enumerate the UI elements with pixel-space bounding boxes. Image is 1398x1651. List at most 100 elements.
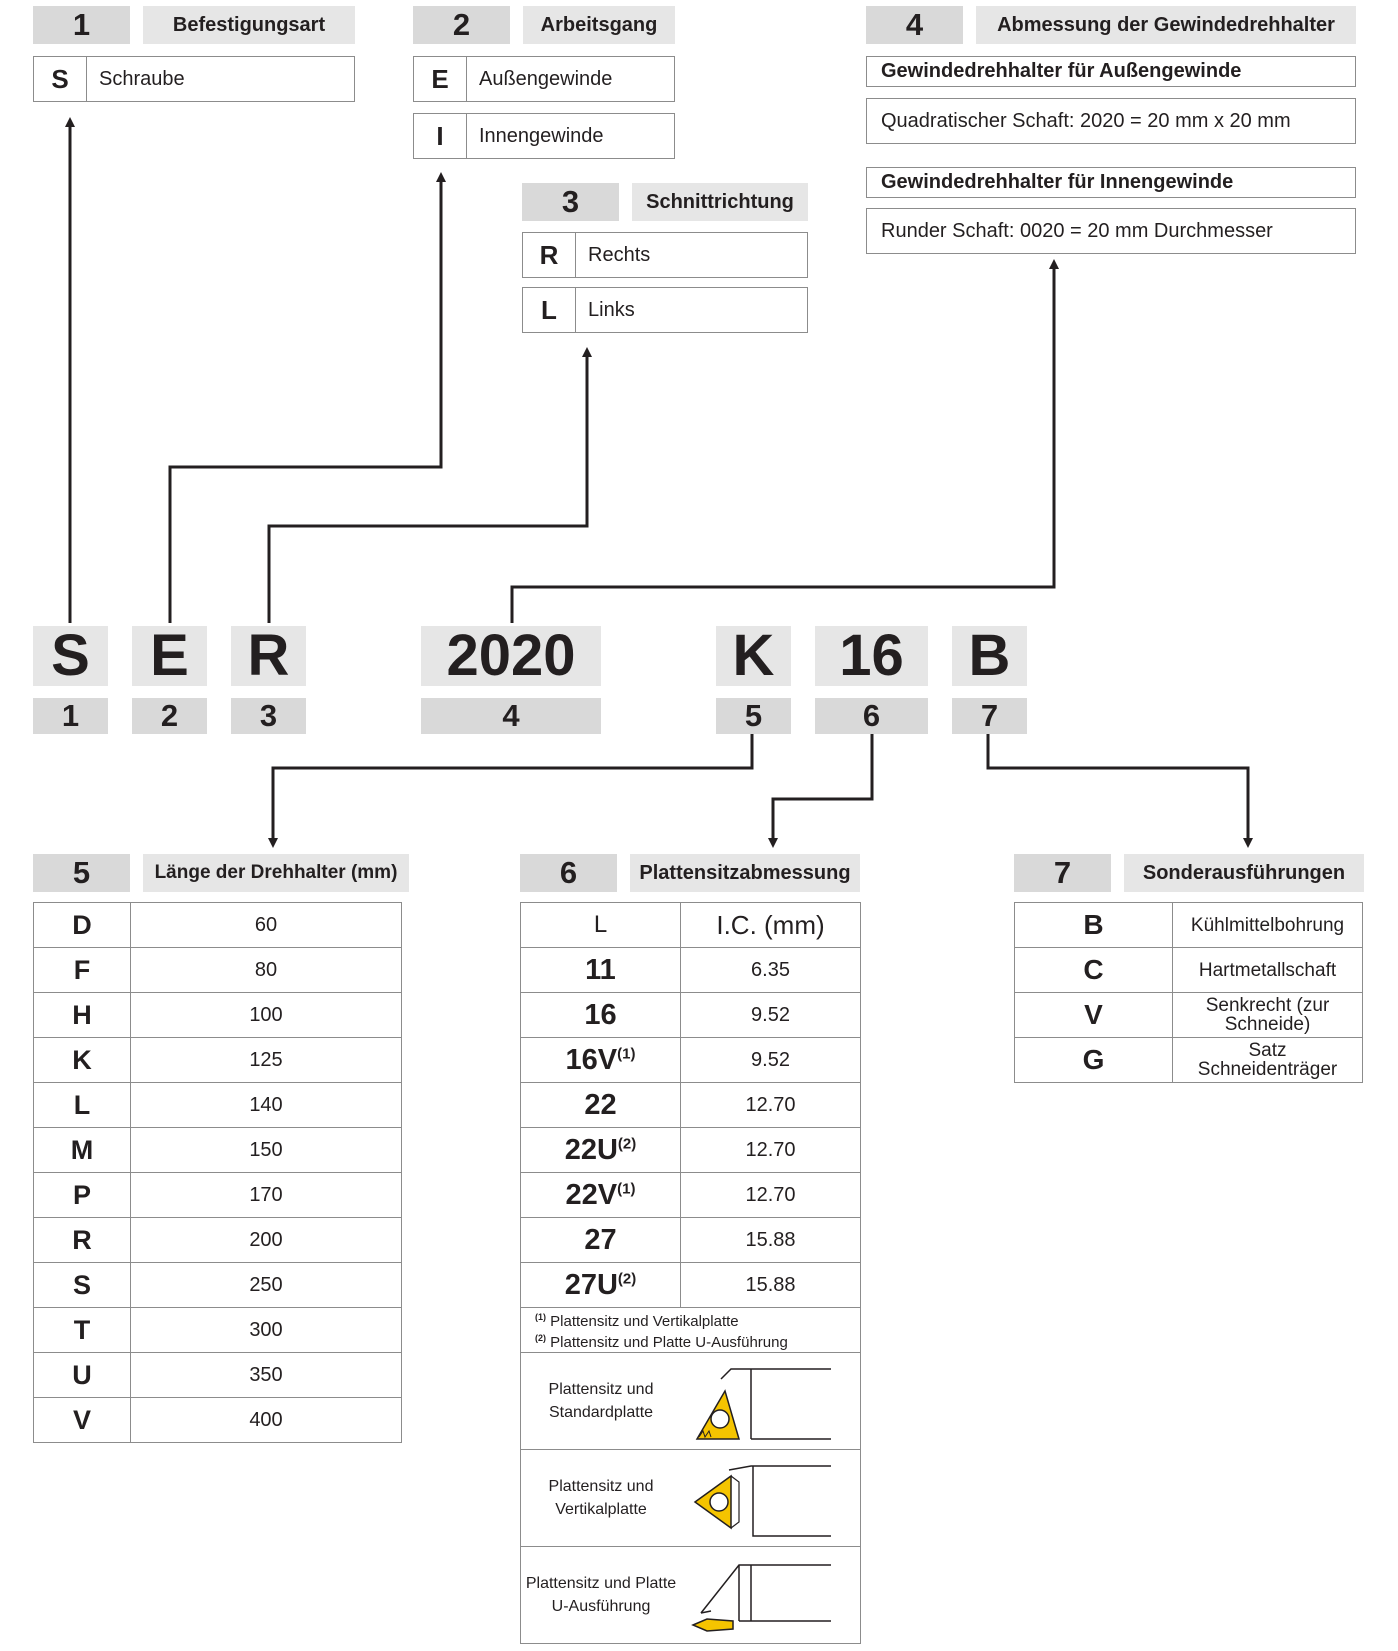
- option-label: Schraube: [99, 67, 185, 90]
- footnote-text: Plattensitz und Vertikalplatte: [550, 1313, 739, 1330]
- footnote-mark: (2): [617, 1269, 637, 1287]
- seat-type-line: Plattensitz und Platte: [525, 1575, 677, 1592]
- option-code: L: [523, 288, 576, 332]
- special-desc-line: Kühlmittelbohrung: [1190, 914, 1345, 936]
- seat-code-text: 16: [584, 998, 617, 1031]
- ic-value: 9.52: [680, 992, 861, 1038]
- special-desc-line: Schneidenträger: [1197, 1059, 1338, 1080]
- option-row: L Links: [522, 287, 808, 333]
- ic-value: 15.88: [680, 1262, 861, 1308]
- section-4-number: 4: [866, 6, 963, 44]
- seat-code-text: 22U: [564, 1133, 618, 1166]
- internal-holder-text: Runder Schaft: 0020 = 20 mm Durchmesser: [866, 208, 1356, 254]
- option-row: I Innengewinde: [413, 113, 675, 159]
- seat-code: 22U(2): [520, 1127, 681, 1173]
- length-value: 250: [130, 1262, 402, 1308]
- length-value: 200: [130, 1217, 402, 1263]
- footnote-mark: (2): [617, 1134, 637, 1152]
- section-1-number: 1: [33, 6, 130, 44]
- length-value: 100: [130, 992, 402, 1038]
- ic-value: 12.70: [680, 1127, 861, 1173]
- special-desc: Hartmetallschaft: [1172, 947, 1363, 993]
- option-row: R Rechts: [522, 232, 808, 278]
- section-4-title: Abmessung der Gewindedrehhalter: [976, 6, 1356, 44]
- length-code: R: [33, 1217, 131, 1263]
- section-7-title: Sonderausführungen: [1124, 854, 1364, 892]
- footnote-text: Plattensitz und Platte U-Ausführung: [550, 1334, 788, 1351]
- section-3-number: 3: [522, 183, 619, 221]
- seat-code-text: 16V: [565, 1043, 618, 1076]
- seat-type-label: Plattensitz und Vertikalplatte: [521, 1475, 681, 1521]
- designation-code: S: [33, 626, 108, 686]
- seat-type-cell: Plattensitz und Vertikalplatte: [520, 1449, 861, 1547]
- special-code: C: [1014, 947, 1173, 993]
- option-label: Rechts: [588, 243, 651, 266]
- section-5-number: 5: [33, 854, 130, 892]
- section-5-title: Länge der Drehhalter (mm): [143, 854, 409, 892]
- table-header-row: L I.C. (mm): [520, 902, 861, 948]
- length-code: T: [33, 1307, 131, 1353]
- footnote-mark: (1): [617, 1179, 636, 1197]
- table-row: C Hartmetallschaft: [1014, 947, 1363, 993]
- standard-insert-icon: [695, 1368, 831, 1440]
- option-row: E Außengewinde: [413, 56, 675, 102]
- seat-code-text: 27U: [564, 1268, 618, 1301]
- length-value: 60: [130, 902, 402, 948]
- length-code: U: [33, 1352, 131, 1398]
- footnote: (1) Plattensitz und Vertikalplatte: [535, 1309, 860, 1330]
- designation-code: B: [952, 626, 1027, 686]
- option-code: R: [523, 233, 576, 277]
- seat-code-text: 11: [585, 953, 616, 986]
- seat-code-text: 27: [584, 1223, 617, 1256]
- designation-code: E: [132, 626, 207, 686]
- seat-code: 11: [520, 947, 681, 993]
- internal-holder-heading: Gewindedrehhalter für Innengewinde: [866, 167, 1356, 198]
- seat-type-cell: Plattensitz und Platte U-Ausführung: [520, 1546, 861, 1644]
- option-code: S: [34, 57, 87, 101]
- table-row: 22U(2)12.70: [520, 1127, 861, 1173]
- special-desc: Kühlmittelbohrung: [1172, 902, 1363, 948]
- column-header: L: [520, 902, 681, 948]
- length-value: 125: [130, 1037, 402, 1083]
- designation-position: 4: [421, 698, 601, 734]
- ic-value: 9.52: [680, 1037, 861, 1083]
- footnote: (2) Plattensitz und Platte U-Ausführung: [535, 1330, 860, 1351]
- arrow-4: [510, 259, 1059, 623]
- designation-code: 2020: [421, 626, 601, 686]
- seat-type-row: Plattensitz und Platte U-Ausführung: [520, 1546, 861, 1644]
- seat-type-row: Plattensitz und Standardplatte: [520, 1352, 861, 1450]
- length-value: 150: [130, 1127, 402, 1173]
- special-code: V: [1014, 992, 1173, 1038]
- seat-type-line: Plattensitz und: [548, 1478, 654, 1495]
- length-code: D: [33, 902, 131, 948]
- length-code: H: [33, 992, 131, 1038]
- option-label: Außengewinde: [479, 67, 613, 90]
- column-header: I.C. (mm): [680, 902, 861, 948]
- section-2-number: 2: [413, 6, 510, 44]
- seat-code: 16V(1): [520, 1037, 681, 1083]
- special-desc-line: Hartmetallschaft: [1198, 959, 1337, 981]
- external-holder-text: Quadratischer Schaft: 2020 = 20 mm x 20 …: [866, 98, 1356, 144]
- length-code: K: [33, 1037, 131, 1083]
- arrow-2: [168, 172, 446, 623]
- footnotes-row: (1) Plattensitz und Vertikalplatte (2) P…: [520, 1307, 861, 1353]
- seat-code: 27: [520, 1217, 681, 1263]
- u-insert-icon: [691, 1564, 831, 1632]
- length-value: 140: [130, 1082, 402, 1128]
- seat-type-line: U-Ausführung: [551, 1598, 651, 1615]
